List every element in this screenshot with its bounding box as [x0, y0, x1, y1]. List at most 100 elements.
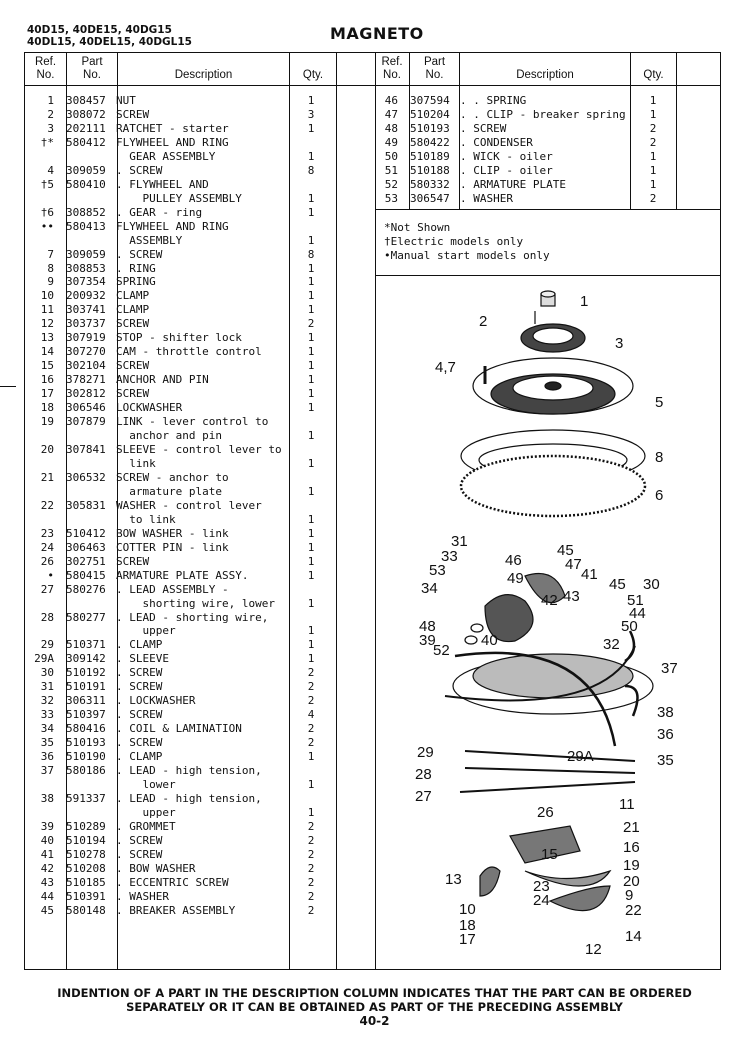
- part-number-cell: 307594: [410, 94, 450, 107]
- description-cell: . SCREW: [116, 708, 163, 722]
- callout-label: 47: [565, 556, 582, 573]
- header-qty: Qty.: [302, 69, 324, 81]
- qty-cell: 1: [307, 484, 315, 498]
- part-number-cell: 580416: [66, 722, 106, 736]
- part-number-cell: 307919: [66, 331, 106, 345]
- callout-label: 38: [657, 704, 674, 721]
- col-rule: [630, 53, 631, 209]
- description-cell: STOP - shifter lock: [116, 331, 242, 345]
- note-manual: •Manual start models only: [384, 249, 550, 262]
- col-rule: [66, 53, 67, 969]
- footer-note-line-2: SEPARATELY OR IT CAN BE OBTAINED AS PART…: [126, 1000, 623, 1014]
- description-cell: . SLEEVE: [116, 652, 169, 666]
- description-cell: . SCREW: [460, 121, 507, 135]
- callout-label: 16: [623, 839, 640, 856]
- page-title: MAGNETO: [330, 24, 424, 43]
- part-number-cell: 510193: [410, 121, 450, 135]
- qty-cell: 1: [649, 94, 657, 107]
- qty-cell: 1: [307, 456, 315, 470]
- col-rule: [289, 53, 290, 969]
- qty-cell: 1: [307, 652, 315, 666]
- callout-label: 43: [563, 588, 580, 605]
- description-cell: . SCREW: [116, 666, 163, 680]
- ref-cell: 7: [47, 247, 54, 261]
- description-cell: . WICK - oiler: [460, 149, 553, 163]
- qty-cell: 1: [307, 331, 315, 345]
- callout-label: 52: [433, 642, 450, 659]
- part-number-cell: 302812: [66, 387, 106, 401]
- qty-cell: 2: [649, 135, 657, 149]
- ref-cell: 24: [40, 540, 54, 554]
- ref-cell: 2: [47, 107, 54, 121]
- ref-cell: 40: [40, 833, 54, 847]
- ref-cell: 9: [47, 275, 54, 289]
- part-number-cell: 510412: [66, 526, 106, 540]
- note-electric: †Electric models only: [384, 235, 524, 248]
- qty-cell: 2: [307, 722, 315, 736]
- callout-label: 32: [603, 636, 620, 653]
- description-cell: . CONDENSER: [460, 135, 533, 149]
- ref-cell: 51: [384, 163, 398, 177]
- description-cell: GEAR ASSEMBLY: [116, 149, 216, 163]
- part-number-cell: 307354: [66, 275, 106, 289]
- description-cell: . BREAKER ASSEMBLY: [116, 903, 236, 917]
- ref-cell: 43: [40, 875, 54, 889]
- ref-cell: 36: [40, 750, 54, 764]
- description-cell: . CLIP - oiler: [460, 163, 553, 177]
- description-cell: CAM - throttle control: [116, 345, 262, 359]
- qty-cell: 1: [649, 177, 657, 191]
- part-number-cell: 308852: [66, 205, 106, 219]
- ref-cell: 20: [40, 443, 54, 456]
- part-number-cell: 580412: [66, 135, 106, 149]
- qty-cell: 8: [307, 247, 315, 261]
- description-cell: upper: [116, 805, 176, 819]
- part-number-cell: 510289: [66, 819, 106, 833]
- notes-rule: [375, 209, 720, 210]
- description-cell: . LEAD ASSEMBLY -: [116, 582, 229, 596]
- ref-cell: †*: [40, 135, 54, 149]
- ref-cell: 11: [40, 303, 54, 317]
- callout-label: 2: [479, 313, 487, 330]
- callout-label: 29: [417, 744, 434, 761]
- callout-label: 12: [585, 941, 602, 958]
- description-cell: . GROMMET: [116, 819, 176, 833]
- description-cell: BOW WASHER - link: [116, 526, 229, 540]
- part-number-cell: 200932: [66, 289, 106, 303]
- part-number-cell: 580413: [66, 219, 106, 233]
- ref-cell: 48: [384, 121, 398, 135]
- part-number-cell: 302104: [66, 359, 106, 373]
- description-cell: . CLAMP: [116, 750, 163, 764]
- qty-cell: 1: [307, 638, 315, 652]
- description-cell: anchor and pin: [116, 429, 222, 443]
- part-number-cell: 308457: [66, 94, 106, 107]
- description-cell: SCREW: [116, 387, 150, 401]
- ref-cell: 33: [40, 708, 54, 722]
- callout-label: 51: [627, 592, 644, 609]
- qty-cell: 2: [649, 191, 657, 205]
- callout-label: 3: [615, 335, 623, 352]
- part-number-cell: 580422: [410, 135, 450, 149]
- part-number-cell: 306532: [66, 470, 106, 484]
